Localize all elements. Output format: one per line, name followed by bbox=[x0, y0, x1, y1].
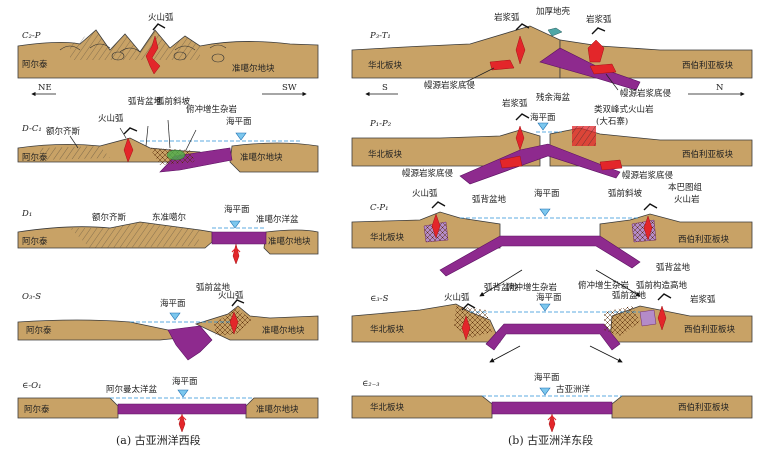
fore-arc-slope-label: 弧前斜坡 bbox=[156, 96, 191, 107]
row-b5: ∈₂₋₃ 华北板块 西伯利亚板块 海平面 古亚洲洋 bbox=[351, 372, 753, 433]
volcanic-arc-label: 火山弧 bbox=[444, 292, 470, 303]
panel-a-caption: (a) 古亚洲洋西段 bbox=[116, 433, 201, 447]
direction-ne-label: NE bbox=[38, 83, 52, 93]
sea-level-label: 海平面 bbox=[534, 372, 560, 383]
dashizhai-label: (大石寨) bbox=[596, 116, 628, 127]
age-label: P₃-T₁ bbox=[369, 31, 391, 41]
east-junggar-label: 东准噶尔 bbox=[152, 212, 187, 223]
panel-b: P₃-T₁ 华北板块 西伯利亚板块 岩浆弧 加厚地壳 岩浆弧 幔源岩浆底侵 幔源… bbox=[351, 6, 753, 447]
right-block-label: 准噶尔地块 bbox=[256, 404, 299, 415]
direction-s-label: S bbox=[382, 83, 388, 93]
back-arc-basin-label-2: 弧背盆地 bbox=[656, 262, 691, 273]
age-label: ∈₂₋₃ bbox=[362, 379, 380, 389]
back-arc-basin-label: 弧背盆地 bbox=[472, 194, 507, 205]
underplating-label: 幔源岩浆底侵 bbox=[402, 168, 454, 179]
volcanic-arc-label: 火山弧 bbox=[148, 12, 174, 23]
right-block-label: 西伯利亚板块 bbox=[682, 60, 734, 71]
direction-sw-label: SW bbox=[282, 83, 297, 93]
thickened-crust-label: 加厚地壳 bbox=[536, 6, 571, 17]
left-block-label: 阿尔泰 bbox=[26, 325, 52, 336]
fore-arc-basin-label: 弧前盆地 bbox=[196, 282, 231, 293]
bimodal-volcanic-label: 类双峰式火山岩 bbox=[594, 104, 654, 115]
accretionary-complex-label: 俯冲增生杂岩 bbox=[506, 282, 558, 293]
right-block-label: 准噶尔地块 bbox=[232, 63, 275, 74]
left-block-label: 华北板块 bbox=[370, 324, 405, 335]
volcanic-arc-label: 火山弧 bbox=[218, 290, 244, 301]
row-b4: ∈₃-S 华北板块 西伯利亚板块 火山弧 弧背盆地 俯冲增生杂岩 海平面 俯冲增… bbox=[351, 262, 753, 363]
volcanic-arc-label: 火山弧 bbox=[98, 113, 124, 124]
right-block-label: 西伯利亚板块 bbox=[682, 149, 734, 160]
age-label: ∈-O₁ bbox=[22, 381, 42, 391]
sea-level-label: 海平面 bbox=[530, 112, 556, 123]
direction-n-label: N bbox=[716, 83, 724, 93]
junggar-ocean-basin-label: 准噶尔洋盆 bbox=[256, 214, 299, 225]
back-arc-basin-label: 弧背盆地 bbox=[128, 96, 163, 107]
panel-a: C₂-P 阿尔泰 准噶尔地块 火山弧 NE SW bbox=[17, 12, 319, 447]
left-block-label: 华北板块 bbox=[370, 232, 405, 243]
almantai-ocean-label: 阿尔曼太洋盆 bbox=[106, 384, 158, 395]
age-label: P₁-P₂ bbox=[369, 119, 392, 129]
magmatic-arc-label: 岩浆弧 bbox=[690, 294, 716, 305]
right-block-label: 西伯利亚板块 bbox=[678, 402, 730, 413]
sea-level-label: 海平面 bbox=[160, 298, 186, 309]
age-label: ∈₃-S bbox=[370, 294, 389, 304]
erqis-label: 额尔齐斯 bbox=[92, 212, 127, 223]
erqis-label: 额尔齐斯 bbox=[46, 126, 81, 137]
left-block-label: 华北板块 bbox=[370, 402, 405, 413]
row-b2: P₁-P₂ 华北板块 西伯利亚板块 岩浆弧 残余海盆 海平面 类双峰式火山岩 (… bbox=[351, 92, 753, 185]
left-block-label: 华北板块 bbox=[368, 149, 403, 160]
fore-arc-slope-label: 弧前斜坡 bbox=[608, 188, 643, 199]
paleo-asian-ocean-label: 古亚洲洋 bbox=[556, 384, 591, 395]
sea-level-label: 海平面 bbox=[226, 116, 252, 127]
benbatu-formation-label: 本巴图组 bbox=[668, 182, 703, 193]
magmatic-arc-label: 岩浆弧 bbox=[494, 12, 520, 23]
age-label: O₃-S bbox=[22, 292, 41, 302]
age-label: D₁ bbox=[21, 209, 32, 219]
fore-arc-high-label: 弧前构造高地 bbox=[636, 280, 688, 291]
right-block-label: 西伯利亚板块 bbox=[684, 324, 736, 335]
row-b3: C-P₁ 华北板块 西伯利亚板块 火山弧 弧背盆地 海平面 弧前斜坡 本巴图组 … bbox=[351, 182, 753, 297]
sea-level-label: 海平面 bbox=[224, 204, 250, 215]
row-a4: O₃-S 阿尔泰 准噶尔地块 海平面 弧前盆地 火山弧 bbox=[17, 282, 319, 361]
sea-level-label: 海平面 bbox=[534, 188, 560, 199]
row-a2: D-C₁ 阿尔泰 准噶尔地块 额尔齐斯 火山弧 弧背盆地 弧前斜坡 俯冲增生杂岩… bbox=[17, 96, 319, 173]
accretionary-complex-label-2: 俯冲增生杂岩 bbox=[578, 280, 630, 291]
right-block-label: 准噶尔地块 bbox=[268, 236, 311, 247]
volcanic-rocks-label: 火山岩 bbox=[674, 194, 700, 205]
panel-b-caption: (b) 古亚洲洋东段 bbox=[508, 433, 593, 447]
left-block-label: 阿尔泰 bbox=[24, 404, 50, 415]
left-block-label: 阿尔泰 bbox=[22, 152, 48, 163]
underplating-label-2: 幔源岩浆底侵 bbox=[622, 170, 674, 181]
age-label: C₂-P bbox=[22, 31, 41, 41]
row-a5: ∈-O₁ 阿尔泰 准噶尔地块 阿尔曼太洋盆 海平面 bbox=[17, 376, 319, 433]
left-block-label: 华北板块 bbox=[368, 60, 403, 71]
magmatic-arc-label: 岩浆弧 bbox=[502, 98, 528, 109]
row-a3: D₁ 阿尔泰 准噶尔地块 额尔齐斯 东准噶尔 海平面 准噶尔洋盆 bbox=[17, 204, 319, 265]
sea-level-label: 海平面 bbox=[172, 376, 198, 387]
left-block-label: 阿尔泰 bbox=[22, 236, 48, 247]
right-block-label: 准噶尔地块 bbox=[262, 325, 305, 336]
right-block-label: 西伯利亚板块 bbox=[678, 234, 730, 245]
row-b1: P₃-T₁ 华北板块 西伯利亚板块 岩浆弧 加厚地壳 岩浆弧 幔源岩浆底侵 幔源… bbox=[351, 6, 753, 99]
magmatic-arc-label-2: 岩浆弧 bbox=[586, 14, 612, 25]
age-label: C-P₁ bbox=[370, 203, 389, 213]
underplating-label: 幔源岩浆底侵 bbox=[424, 80, 476, 91]
left-block-label: 阿尔泰 bbox=[22, 59, 48, 70]
back-arc-basin-label: 弧背盆地 bbox=[484, 282, 519, 293]
underplating-label-2: 幔源岩浆底侵 bbox=[620, 88, 672, 99]
accretionary-complex-label: 俯冲增生杂岩 bbox=[186, 104, 238, 115]
volcanic-arc-label: 火山弧 bbox=[412, 188, 438, 199]
age-label: D-C₁ bbox=[21, 124, 42, 134]
fore-arc-basin-label: 弧前盆地 bbox=[612, 290, 647, 301]
row-a1: C₂-P 阿尔泰 准噶尔地块 火山弧 NE SW bbox=[17, 12, 319, 97]
right-block-label: 准噶尔地块 bbox=[240, 152, 283, 163]
remnant-basin-label: 残余海盆 bbox=[536, 92, 571, 103]
sea-level-label: 海平面 bbox=[536, 292, 562, 303]
